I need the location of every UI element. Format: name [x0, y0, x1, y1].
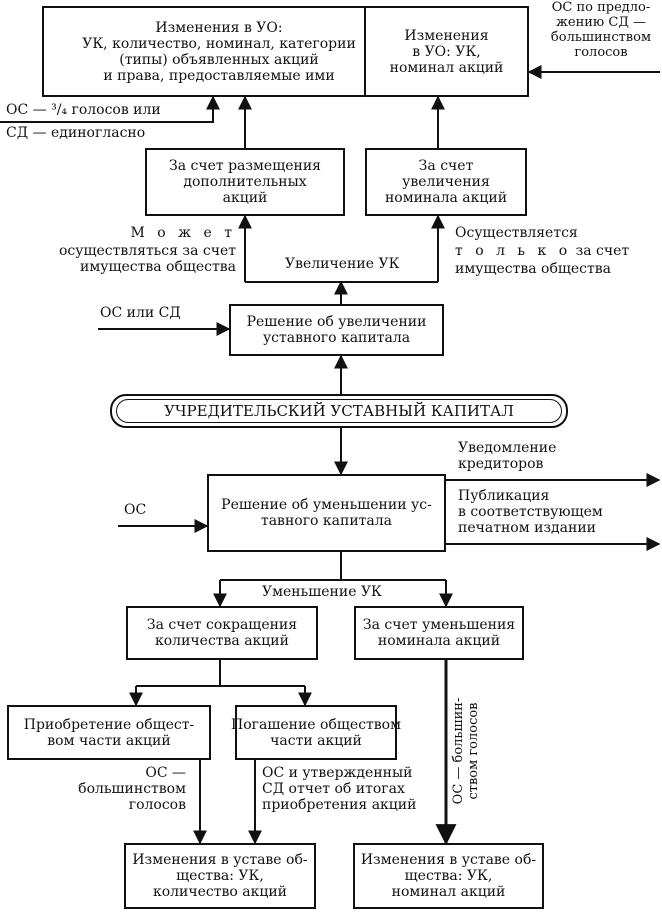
os-majority-label: ОС — большинством голосов [78, 765, 186, 813]
os-three-quarters-label: ОС — ³/₄ голосов или [6, 102, 161, 118]
only-label-line2: т о л ь к о за счет [455, 243, 629, 259]
charter-capital-box: УЧРЕДИТЕЛЬСКИЙ УСТАВНЫЙ КАПИТАЛ [110, 394, 568, 428]
decision-decrease-box: Решение об уменьшении ус- тавного капита… [207, 474, 446, 552]
os-or-board-label: ОС или СД [100, 305, 181, 321]
creditors-notice-label: Уведомление кредиторов [458, 440, 557, 472]
may-be-label: осуществляться за счет имущества обществ… [58, 243, 236, 275]
decision-increase-box: Решение об увеличении уставного капитала [229, 304, 444, 356]
os-board-report-label: ОС и утвержденный СД отчет об итогах при… [262, 765, 417, 813]
only-label-line1: Осуществляется [455, 225, 578, 241]
only-label-rest: за счет [571, 243, 630, 259]
additional-shares-box: За счет размещения дополнительных акций [145, 148, 345, 216]
acquire-part-box: Приобретение общест- вом части акций [7, 705, 211, 760]
reduce-nominal-box: За счет уменьшения номинала акций [354, 606, 524, 660]
only-label-line3: имущества общества [455, 261, 611, 277]
board-unanimous-label: СД — единогласно [6, 125, 146, 141]
increase-uk-label: Увеличение УК [285, 256, 400, 272]
charter-change-nominal-box: Изменения в уставе об- щества: УК, номин… [353, 843, 544, 909]
uo-changes-right-box: Изменения в УО: УК, номинал акций [364, 6, 529, 97]
charter-change-count-box: Изменения в уставе об- щества: УК, колич… [124, 843, 316, 909]
os-board-proposal-label: ОС по предло- жению СД — большинством го… [550, 0, 652, 60]
only-label-spaced: т о л ь к о [455, 243, 572, 259]
os-majority-vertical-label: ОС — большин- ством голосов [451, 697, 481, 805]
charter-capital-inner-frame [116, 399, 562, 423]
arrow-votes-to-uo [0, 95, 220, 123]
reduce-count-box: За счет сокращения количества акций [126, 606, 318, 660]
may-be-label-spaced: М о ж е т [130, 225, 236, 241]
publication-label: Публикация в соответствующем печатном из… [458, 488, 603, 536]
increase-nominal-box: За счет увеличения номинала акций [365, 148, 527, 216]
uo-changes-left-box: Изменения в УО: УК, количество, номинал,… [42, 6, 396, 97]
decrease-uk-label: Уменьшение УК [262, 584, 382, 600]
redeem-part-box: Погашение обществом части акций [231, 705, 401, 760]
charter-capital-title: УЧРЕДИТЕЛЬСКИЙ УСТАВНЫЙ КАПИТАЛ [164, 402, 514, 420]
os-decrease-label: ОС [124, 502, 147, 518]
